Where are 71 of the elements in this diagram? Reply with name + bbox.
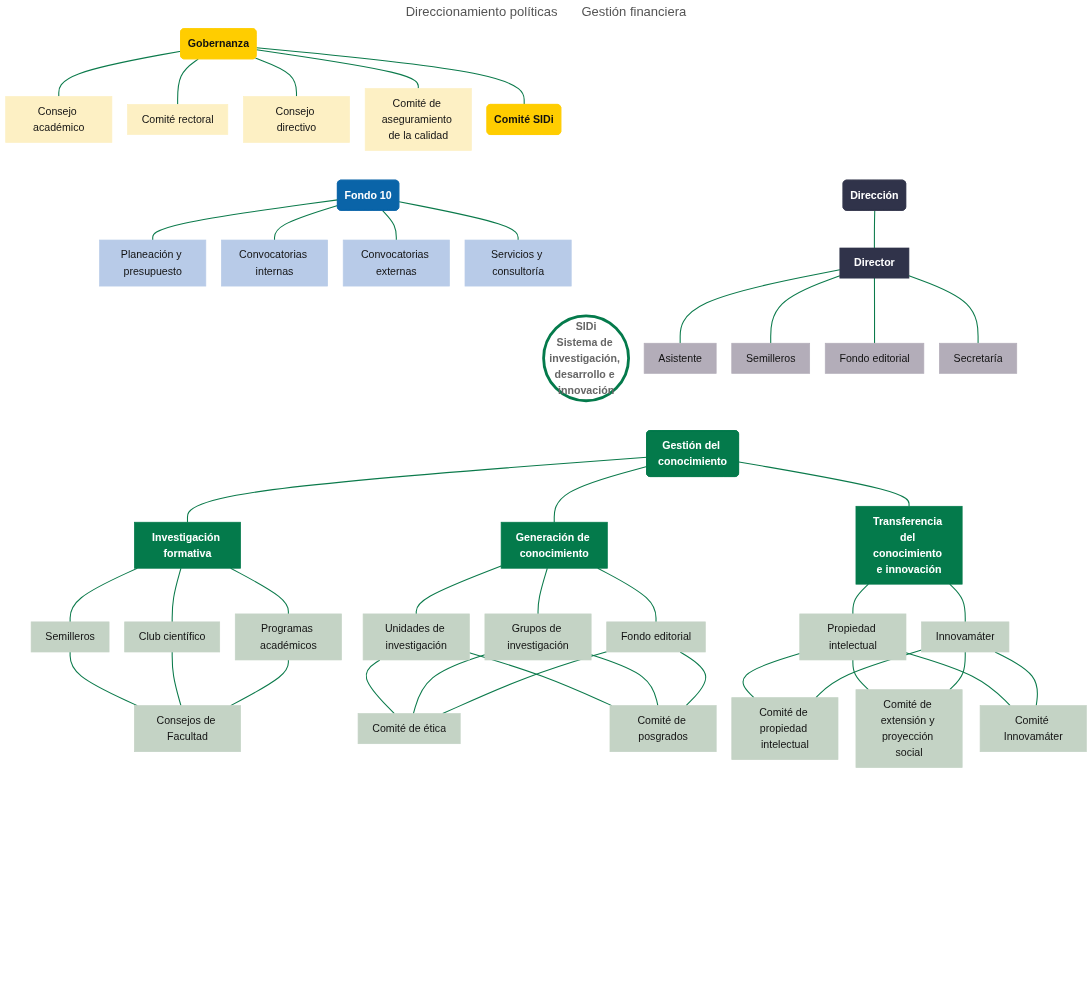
connector — [679, 651, 707, 707]
connector — [949, 651, 966, 691]
connector — [415, 565, 502, 615]
node-box: Director — [839, 247, 910, 279]
connector — [274, 204, 339, 241]
node-box: Club científico — [124, 621, 221, 653]
connector — [230, 659, 289, 707]
connector — [365, 659, 395, 715]
node-box: Comité rectoral — [127, 104, 229, 135]
node-box: Investigación formativa — [134, 521, 241, 569]
connector — [908, 275, 979, 344]
connector — [442, 651, 608, 715]
node-box: Comité de ética — [357, 713, 461, 745]
connector — [255, 47, 525, 106]
node-box: Semilleros — [30, 621, 110, 653]
node-box: Servicios y consultoría — [464, 239, 572, 287]
connector — [994, 651, 1039, 707]
node-box: Transferencia del conocimiento e innovación — [855, 505, 963, 585]
connector — [597, 567, 657, 623]
connector — [949, 583, 966, 623]
node-box: Comité de aseguramiento de la calidad — [364, 88, 472, 151]
connector — [852, 583, 869, 615]
connector — [770, 275, 841, 344]
connector — [590, 654, 659, 707]
connector — [738, 461, 910, 507]
node-box: Asistente — [643, 342, 717, 374]
connector — [553, 465, 648, 523]
node-box: Propiedad intelectual — [799, 613, 907, 661]
node-box: Consejos de Facultad — [134, 705, 241, 752]
connector — [412, 654, 486, 715]
connector — [398, 201, 519, 241]
ring-label: Direccionamiento políticas — [405, 4, 558, 19]
connector — [152, 199, 339, 241]
node-box: Convocatorias internas — [221, 239, 328, 287]
node-box: Programas académicos — [234, 613, 342, 661]
node-box: Comité de propiedad intelectual — [731, 697, 839, 760]
node-box: Convocatorias externas — [342, 239, 450, 287]
node-box: Consejo directivo — [243, 96, 350, 143]
node-box: Innovamáter — [921, 621, 1010, 653]
connector — [69, 651, 138, 707]
connector — [852, 659, 869, 691]
node-box: Comité de extensión y proyección social — [855, 689, 963, 768]
connector — [171, 651, 182, 707]
connector — [873, 277, 876, 344]
connector — [254, 57, 297, 97]
connector — [742, 652, 801, 699]
node-box: Comité de posgrados — [609, 705, 717, 752]
node-circle: SIDi Sistema de investigación, desarrollo e innovación — [542, 314, 630, 403]
connector — [679, 269, 841, 344]
connector — [230, 567, 289, 615]
node-box: Grupos de investigación — [484, 613, 592, 661]
connector — [186, 456, 648, 523]
node-box: Consejo académico — [5, 96, 113, 143]
connector — [58, 50, 182, 97]
node-box: Planeación y presupuesto — [99, 239, 207, 287]
connector — [382, 210, 397, 241]
node-box: Secretaría — [939, 342, 1018, 374]
node-box: Comité Innovamáter — [979, 705, 1087, 752]
node-box: Generación de conocimiento — [500, 521, 608, 569]
node-box: Semilleros — [731, 342, 811, 374]
connector — [177, 58, 199, 105]
node-box: Fondo editorial — [824, 342, 925, 374]
connector — [171, 567, 182, 623]
connector — [873, 210, 876, 249]
node-box: Unidades de investigación — [362, 613, 470, 661]
connector — [537, 567, 548, 615]
connector — [255, 49, 419, 90]
node-box: Fondo editorial — [606, 621, 706, 653]
connector — [905, 652, 1011, 707]
connector — [69, 567, 138, 623]
ring-label: Gestión financiera — [581, 4, 687, 19]
